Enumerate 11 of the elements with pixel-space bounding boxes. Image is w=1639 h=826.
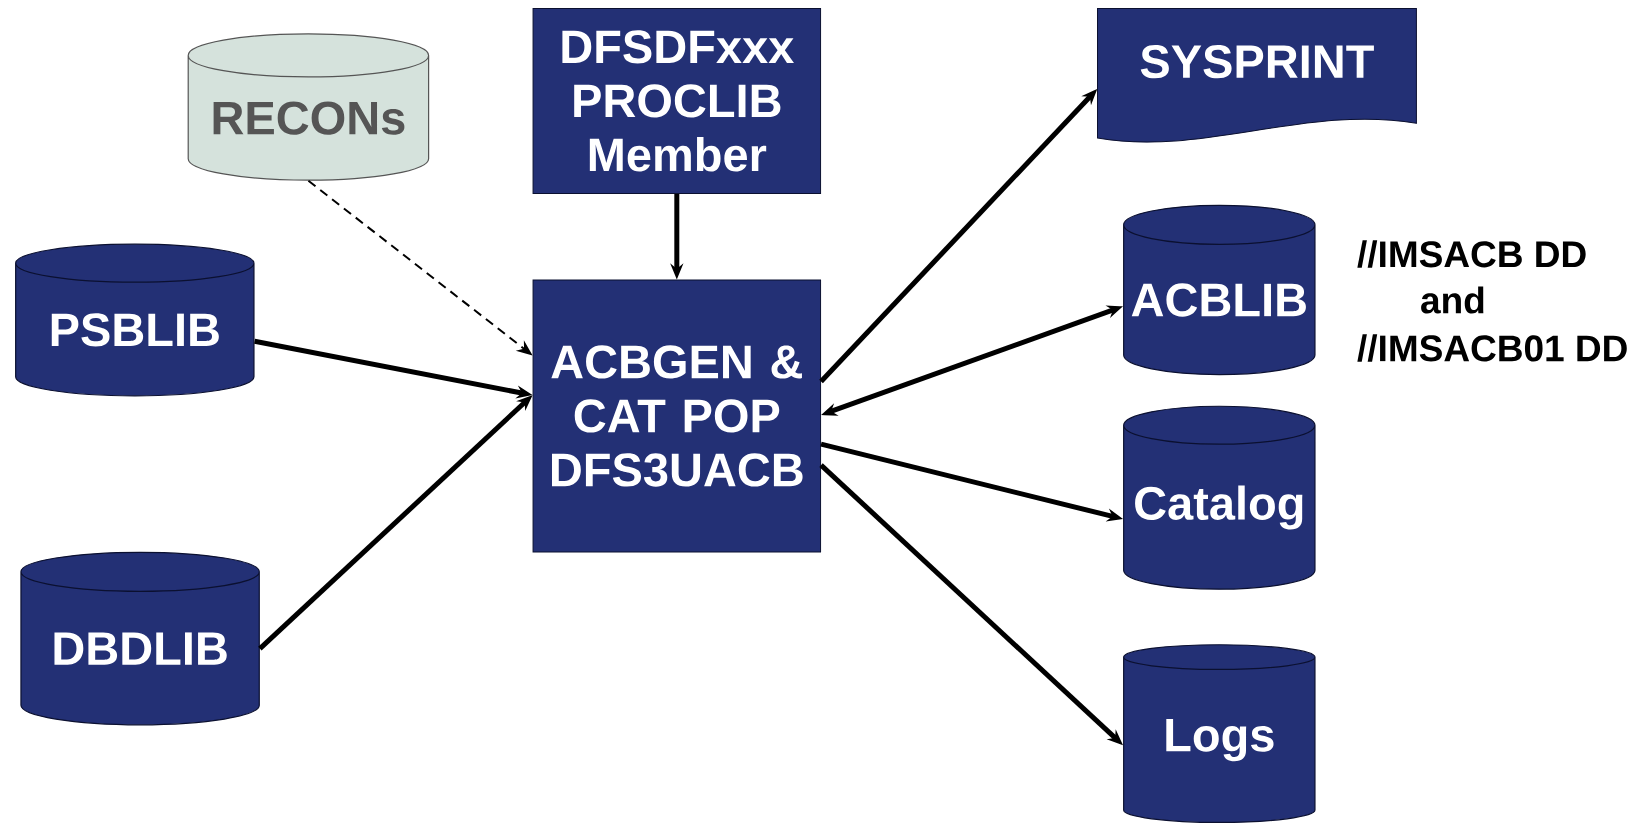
dd-statement: //IMSACB DD	[1357, 240, 1586, 268]
database-cylinder: Logs	[1123, 644, 1316, 824]
database-cylinder: RECONs	[187, 33, 430, 181]
dd-statement: and	[1421, 286, 1484, 314]
process-box: DFSDFxxx PROCLIB Member	[532, 7, 822, 194]
database-cylinder: DBDLIB	[20, 551, 260, 726]
dd-statement: //IMSACB01 DD	[1357, 334, 1627, 362]
database-cylinder: PSBLIB	[15, 243, 255, 397]
database-cylinder: ACBLIB	[1123, 204, 1316, 376]
database-cylinder: Catalog	[1123, 405, 1316, 590]
process-box: ACBGEN & CAT POP DFS3UACB	[532, 279, 822, 553]
